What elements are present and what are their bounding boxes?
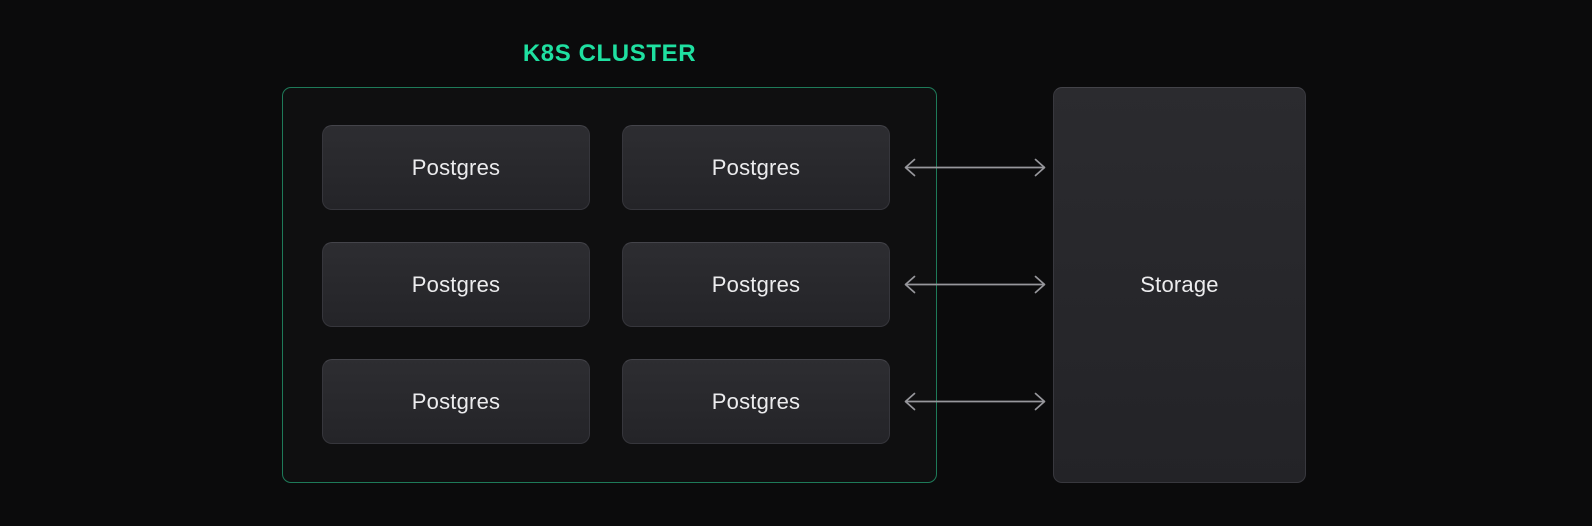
cluster-title: K8S CLUSTER [522, 40, 697, 67]
postgres-node: Postgres [322, 242, 590, 327]
postgres-node: Postgres [622, 359, 890, 444]
postgres-node-label: Postgres [711, 388, 801, 414]
postgres-node-label: Postgres [411, 388, 501, 414]
postgres-node: Postgres [622, 242, 890, 327]
bidirectional-arrows [904, 158, 1046, 411]
postgres-node-label: Postgres [411, 271, 501, 297]
bidirectional-arrow [904, 392, 1046, 411]
storage-node-label: Storage [1140, 272, 1219, 297]
bidirectional-arrow [904, 275, 1046, 294]
postgres-node-label: Postgres [411, 154, 501, 180]
postgres-node: Postgres [622, 125, 890, 210]
postgres-node-label: Postgres [711, 154, 801, 180]
postgres-node-label: Postgres [711, 271, 801, 297]
postgres-node: Postgres [322, 359, 590, 444]
storage-node: Storage [1053, 87, 1306, 483]
bidirectional-arrow [904, 158, 1046, 177]
postgres-node: Postgres [322, 125, 590, 210]
